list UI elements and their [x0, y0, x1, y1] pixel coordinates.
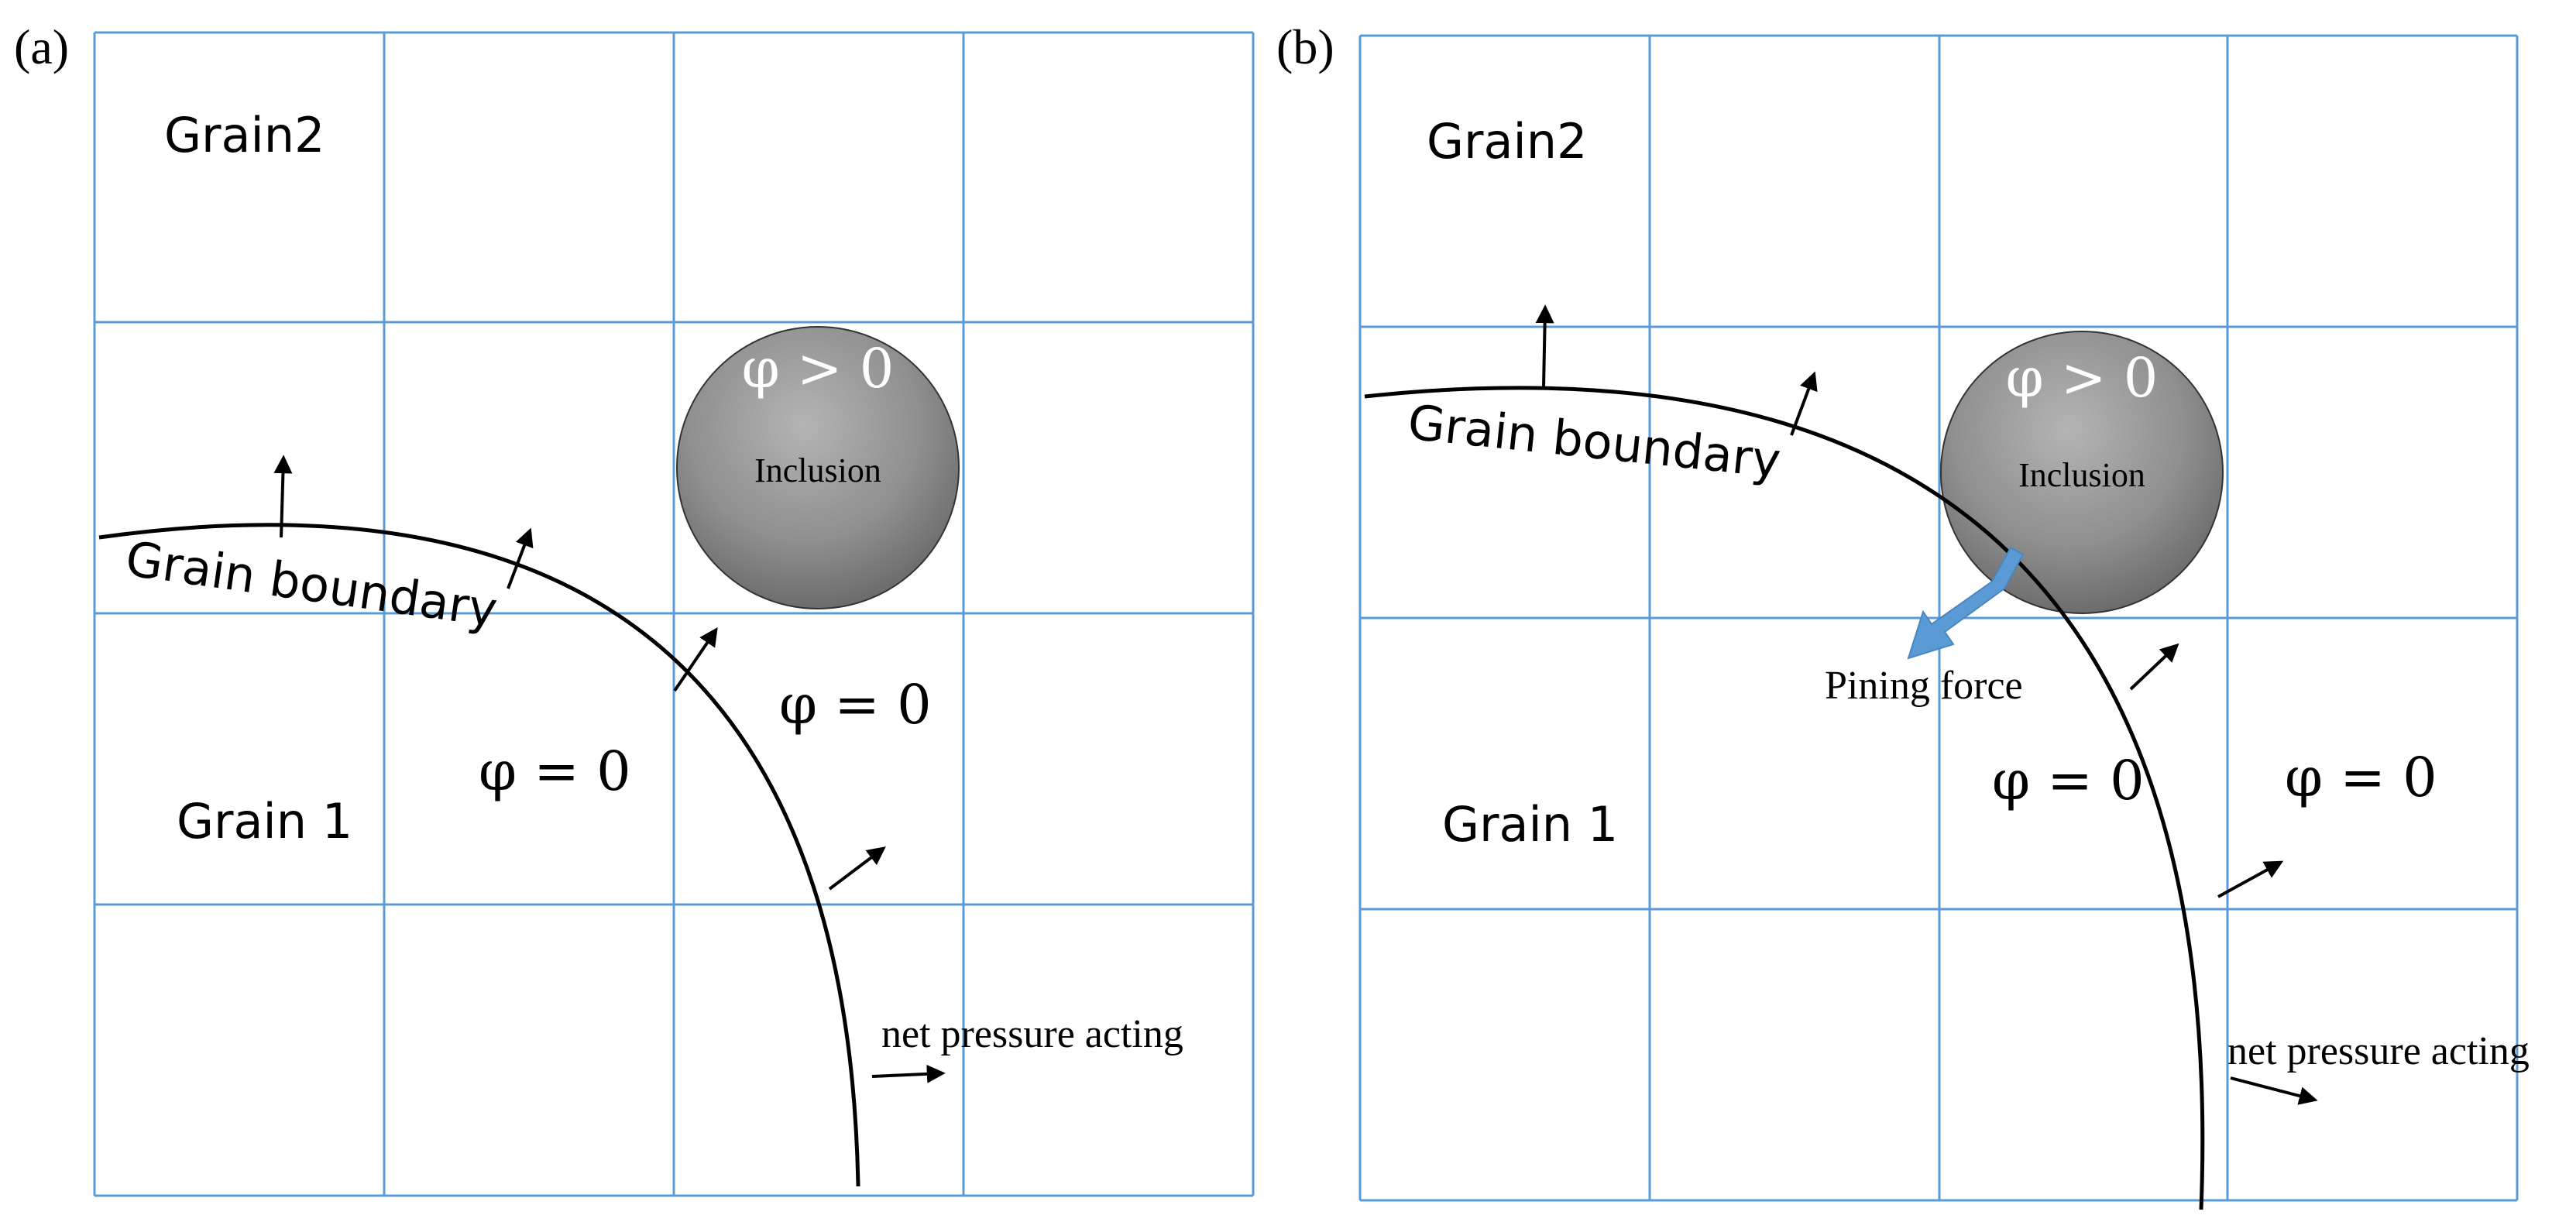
panel-a-normal-arrow [828, 846, 886, 891]
panel-b-phi-zero-right: φ = 0 [2285, 746, 2437, 809]
panel-b-label: (b) [1276, 19, 1334, 74]
panel-a-label: (a) [14, 19, 69, 74]
panel-a-normal-arrow [507, 527, 534, 589]
panel-a-normal-arrow [273, 455, 293, 538]
panel-a-grain-boundary-label: Grain boundary [122, 530, 501, 639]
panel-a-inclusion [676, 326, 960, 609]
panel-b-normal-arrow [1535, 304, 1554, 388]
panel-b-inclusion-label: Inclusion [2018, 456, 2145, 494]
panel-b-pinning-force-label: Pining force [1825, 664, 2023, 708]
panel-a-phi-zero-left: φ = 0 [479, 740, 631, 803]
panel-a-grain1-label: Grain 1 [177, 793, 352, 850]
panel-a-inclusion-label: Inclusion [754, 451, 881, 489]
panel-b-inclusion-phi: φ > 0 [2006, 346, 2159, 410]
panel-a-grid [93, 31, 1255, 1197]
panel-a: (a) φ > 0 Inclusion Grain2 Grain 1 [14, 19, 1255, 1197]
panel-b-grain1-label: Grain 1 [1442, 796, 1618, 853]
panel-b-grain2-label: Grain2 [1427, 113, 1588, 170]
panel-a-grain-boundary-curve [98, 523, 860, 1187]
panel-b-pinning-force-arrow [1907, 546, 2025, 660]
panel-b-pressure-label: net pressure acting [2227, 1029, 2530, 1073]
panel-a-grain2-label: Grain2 [164, 107, 325, 163]
panel-a-inclusion-phi: φ > 0 [742, 337, 895, 400]
panel-a-normal-arrow [673, 627, 718, 692]
panel-b-phi-zero-left: φ = 0 [1992, 749, 2145, 812]
panel-b-normal-arrow [2129, 643, 2179, 691]
panel-b-pressure-arrow [2230, 1076, 2318, 1105]
panel-b: (b) φ > 0 Inclusion Grain2 G [1276, 19, 2530, 1210]
panel-b-normal-arrow [1790, 371, 1818, 436]
panel-b-inclusion [1940, 331, 2224, 614]
panel-a-phi-zero-right: φ = 0 [779, 673, 932, 736]
panel-a-pressure-label: net pressure acting [881, 1012, 1183, 1056]
panel-b-grid [1358, 34, 2519, 1202]
panel-b-normal-arrow [2217, 860, 2284, 898]
panel-a-pressure-arrow [871, 1064, 946, 1083]
